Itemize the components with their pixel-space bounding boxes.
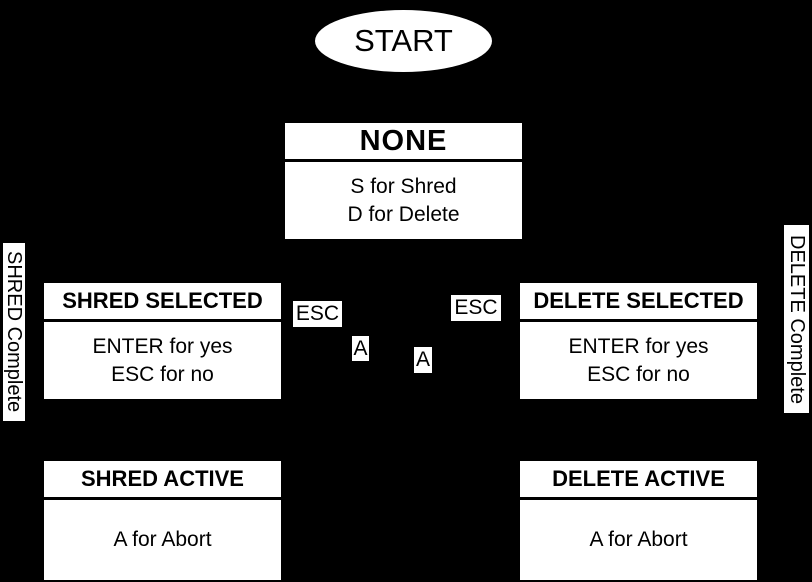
state-none-line-2: D for Delete [347, 202, 460, 226]
start-node: START [315, 10, 492, 72]
state-shred-selected-line-2: ESC for no [111, 362, 214, 386]
state-shred-active: SHRED ACTIVE A for Abort [44, 461, 281, 580]
state-none: NONE S for Shred D for Delete [285, 123, 522, 239]
state-none-title: NONE [285, 123, 522, 162]
start-node-label: START [354, 23, 453, 58]
edge-label-delete-complete: DELETE Complete [784, 225, 809, 413]
state-delete-active-body: A for Abort [520, 500, 757, 580]
edge-label-a-left: A [352, 336, 369, 361]
state-shred-active-line-1: A for Abort [113, 528, 212, 551]
state-shred-selected-body: ENTER for yes ESC for no [44, 322, 281, 399]
state-shred-active-body: A for Abort [44, 500, 281, 580]
state-delete-active-title: DELETE ACTIVE [520, 461, 757, 500]
state-shred-active-title: SHRED ACTIVE [44, 461, 281, 500]
edge-label-a-right: A [414, 347, 432, 373]
state-shred-selected-line-1: ENTER for yes [92, 334, 233, 358]
state-delete-selected-body: ENTER for yes ESC for no [520, 322, 757, 399]
state-delete-selected: DELETE SELECTED ENTER for yes ESC for no [520, 283, 757, 399]
edge-label-shred-complete: SHRED Complete [3, 243, 25, 421]
edge-label-esc-right: ESC [451, 295, 501, 321]
state-delete-selected-title: DELETE SELECTED [520, 283, 757, 322]
state-delete-active: DELETE ACTIVE A for Abort [520, 461, 757, 580]
state-shred-selected-title: SHRED SELECTED [44, 283, 281, 322]
state-delete-active-line-1: A for Abort [589, 528, 688, 551]
state-delete-selected-line-1: ENTER for yes [568, 334, 709, 358]
edge-label-esc-left: ESC [293, 301, 342, 327]
state-none-body: S for Shred D for Delete [285, 162, 522, 239]
state-shred-selected: SHRED SELECTED ENTER for yes ESC for no [44, 283, 281, 399]
state-none-line-1: S for Shred [350, 174, 457, 198]
state-delete-selected-line-2: ESC for no [587, 362, 690, 386]
